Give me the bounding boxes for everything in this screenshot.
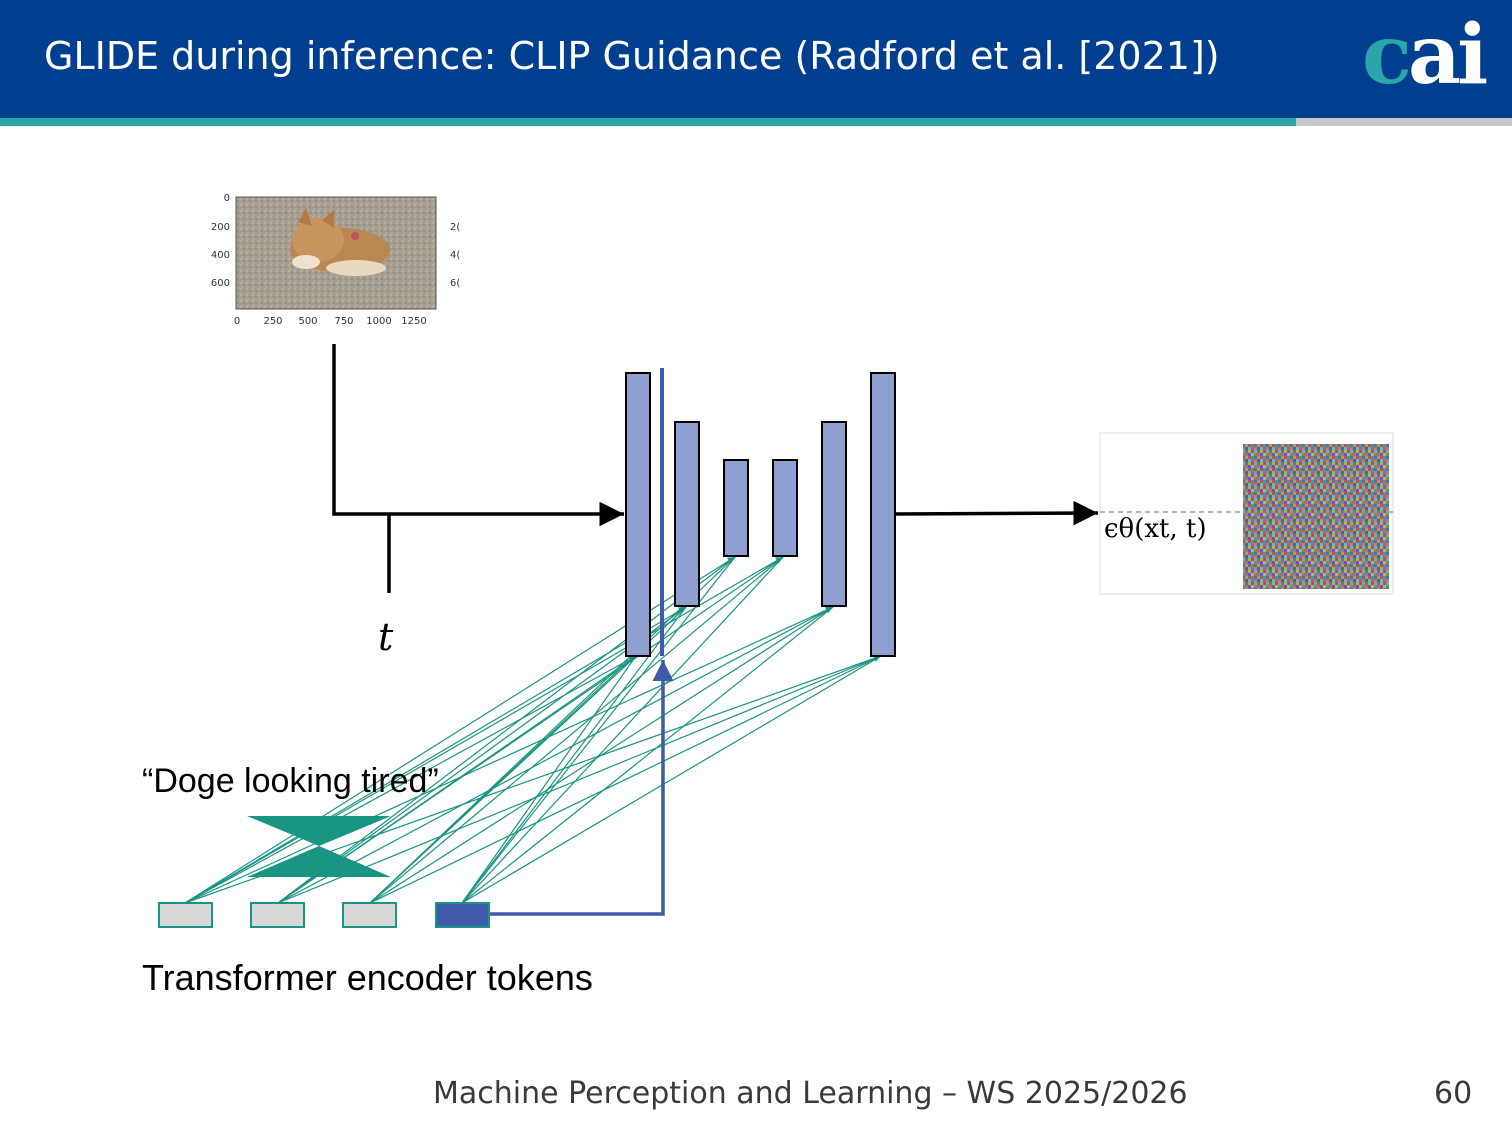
x-tick: 1250 <box>401 316 426 327</box>
token <box>158 902 213 928</box>
input-arrow <box>332 344 624 527</box>
output-noise-panel: ϵθ(xt, t) <box>1099 432 1394 595</box>
clip-guidance-path <box>489 660 674 916</box>
transformer-icon <box>247 816 391 877</box>
output-label: ϵθ(xt, t) <box>1104 514 1207 544</box>
page-number: 60 <box>1434 1076 1473 1111</box>
right-tick: 4( <box>450 250 460 261</box>
token <box>250 902 305 928</box>
slide-title: GLIDE during inference: CLIP Guidance (R… <box>44 34 1220 78</box>
accent-bar-gray <box>1296 118 1512 126</box>
unet <box>625 372 896 657</box>
cross-attention-arrows <box>184 556 882 904</box>
x-tick: 500 <box>298 316 317 327</box>
token-clip <box>435 902 490 928</box>
tokens-label: Transformer encoder tokens <box>142 957 593 998</box>
x-tick: 1000 <box>366 316 391 327</box>
token-row <box>158 902 490 928</box>
footer-course: Machine Perception and Learning – WS 202… <box>433 1076 1188 1111</box>
unet-block <box>870 372 896 657</box>
y-tick: 200 <box>211 222 230 233</box>
unet-block <box>625 372 651 657</box>
cai-logo: cai <box>1362 7 1488 103</box>
y-tick: 400 <box>211 250 230 261</box>
token <box>342 902 397 928</box>
x-tick: 0 <box>234 316 240 327</box>
predicted-noise-image <box>1243 444 1389 589</box>
right-tick: 2( <box>450 222 460 233</box>
timestep-label: t <box>378 615 394 659</box>
unet-block <box>772 459 798 557</box>
dog-figure <box>290 208 390 276</box>
unet-block <box>723 459 749 557</box>
unet-block <box>821 421 847 607</box>
text-prompt: “Doge looking tired” <box>142 762 439 800</box>
y-tick: 600 <box>211 278 230 289</box>
right-tick: 6( <box>450 278 460 289</box>
unet-block <box>674 421 700 607</box>
x-tick: 750 <box>334 316 353 327</box>
noisy-input-image: 0 200 400 600 0 250 500 750 1000 1250 2(… <box>211 193 460 327</box>
x-tick: 250 <box>263 316 282 327</box>
title-bar <box>0 0 1512 118</box>
y-tick: 0 <box>224 193 230 204</box>
accent-bar <box>0 118 1296 126</box>
output-arrow <box>895 500 1099 526</box>
